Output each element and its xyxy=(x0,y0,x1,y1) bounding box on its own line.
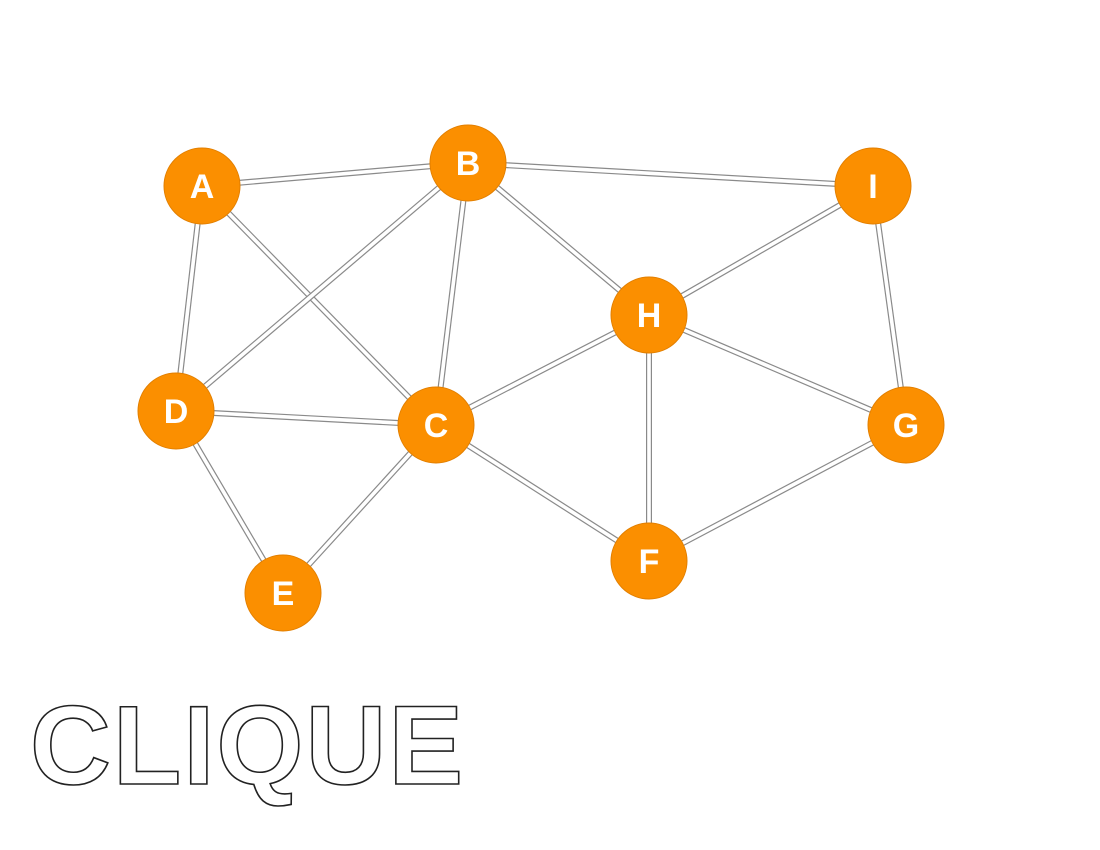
node-label: D xyxy=(164,393,189,431)
node-G[interactable]: G xyxy=(867,386,945,464)
node-E[interactable]: E xyxy=(244,554,322,632)
edge-C-F xyxy=(434,422,651,564)
node-circle xyxy=(834,147,912,225)
node-layer: A B I H D C G F E xyxy=(137,124,945,632)
node-C[interactable]: C xyxy=(397,386,475,464)
node-F[interactable]: F xyxy=(610,522,688,600)
node-B[interactable]: B xyxy=(429,124,507,202)
edge-core xyxy=(435,423,650,563)
edge-core xyxy=(871,185,908,426)
edge-H-G xyxy=(647,312,908,428)
node-circle xyxy=(867,386,945,464)
edge-I-H xyxy=(647,183,875,318)
edge-B-D xyxy=(174,160,470,414)
edge-core xyxy=(435,313,650,427)
edge-core xyxy=(648,423,907,563)
edge-core xyxy=(174,161,470,413)
node-circle xyxy=(137,372,215,450)
edge-core xyxy=(200,184,438,427)
node-I[interactable]: I xyxy=(834,147,912,225)
node-circle xyxy=(244,554,322,632)
edge-core xyxy=(201,161,469,188)
node-circle xyxy=(397,386,475,464)
edge-H-C xyxy=(434,312,651,428)
edge-G-F xyxy=(647,422,908,564)
caption-title: CLIQUE xyxy=(29,683,466,808)
node-label: C xyxy=(424,407,449,445)
node-circle xyxy=(610,276,688,354)
edge-core xyxy=(175,409,437,427)
edge-core xyxy=(467,161,874,188)
edge-core xyxy=(648,313,907,427)
node-H[interactable]: H xyxy=(610,276,688,354)
node-circle xyxy=(610,522,688,600)
node-label: I xyxy=(868,168,877,206)
edge-core xyxy=(648,184,874,317)
edge-B-H xyxy=(466,160,651,318)
node-label: F xyxy=(639,543,660,581)
node-circle xyxy=(429,124,507,202)
node-label: E xyxy=(272,575,295,613)
node-label: G xyxy=(893,407,919,445)
node-label: H xyxy=(637,297,662,335)
node-label: B xyxy=(456,145,481,183)
edge-A-C xyxy=(199,183,439,428)
edge-A-B xyxy=(201,160,469,189)
node-label: A xyxy=(190,168,215,206)
node-A[interactable]: A xyxy=(163,147,241,225)
edge-core xyxy=(466,161,651,317)
edge-B-C xyxy=(433,162,471,426)
node-D[interactable]: D xyxy=(137,372,215,450)
node-circle xyxy=(163,147,241,225)
edge-B-I xyxy=(467,160,874,189)
edge-I-G xyxy=(870,185,909,426)
edge-layer xyxy=(173,160,909,596)
edge-core xyxy=(434,162,470,426)
edge-D-C xyxy=(175,408,437,428)
